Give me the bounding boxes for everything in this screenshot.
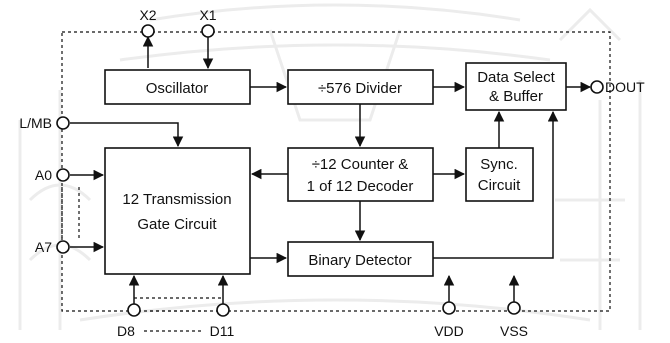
pin-circles	[56, 24, 604, 317]
counter-block: ÷12 Counter & 1 of 12 Decoder	[287, 147, 434, 202]
vdd-label: VDD	[434, 323, 464, 339]
connections	[70, 35, 592, 304]
a0-pin	[56, 168, 70, 182]
bus-dotted-lines	[61, 187, 223, 312]
dout-pin	[590, 80, 604, 94]
x1-pin	[201, 24, 215, 38]
binary-detector-block: Binary Detector	[287, 241, 434, 277]
data-select-label-2: & Buffer	[489, 88, 543, 105]
sync-circuit-block: Sync. Circuit	[465, 147, 534, 202]
oscillator-label: Oscillator	[146, 80, 209, 97]
transmission-label-2: Gate Circuit	[137, 216, 217, 233]
d8-label: D8	[117, 323, 135, 339]
oscillator-block: Oscillator	[104, 69, 251, 105]
sync-label-2: Circuit	[478, 177, 521, 194]
a0-label: A0	[35, 167, 52, 183]
x2-label: X2	[139, 7, 156, 23]
sync-label-1: Sync.	[480, 156, 518, 173]
a7-pin	[56, 240, 70, 254]
divider-block: ÷576 Divider	[287, 69, 434, 105]
d11-pin	[216, 303, 230, 317]
counter-label-1: ÷12 Counter &	[312, 156, 409, 173]
d8-pin	[127, 303, 141, 317]
x2-pin	[141, 24, 155, 38]
transmission-label-1: 12 Transmission	[122, 191, 231, 208]
d11-label: D11	[210, 323, 235, 339]
dout-label: DOUT	[605, 79, 645, 95]
binary-detector-label: Binary Detector	[308, 252, 411, 269]
vdd-pin	[442, 301, 456, 315]
lmb-label: L/MB	[19, 115, 52, 131]
vss-pin	[507, 301, 521, 315]
transmission-gate-block: 12 Transmission Gate Circuit	[104, 147, 251, 275]
x1-label: X1	[199, 7, 216, 23]
data-select-block: Data Select & Buffer	[465, 62, 567, 111]
divider-label: ÷576 Divider	[318, 80, 402, 97]
counter-label-2: 1 of 12 Decoder	[307, 178, 414, 195]
lmb-pin	[56, 116, 70, 130]
vss-label: VSS	[500, 323, 528, 339]
data-select-label-1: Data Select	[477, 69, 555, 86]
a7-label: A7	[35, 239, 52, 255]
